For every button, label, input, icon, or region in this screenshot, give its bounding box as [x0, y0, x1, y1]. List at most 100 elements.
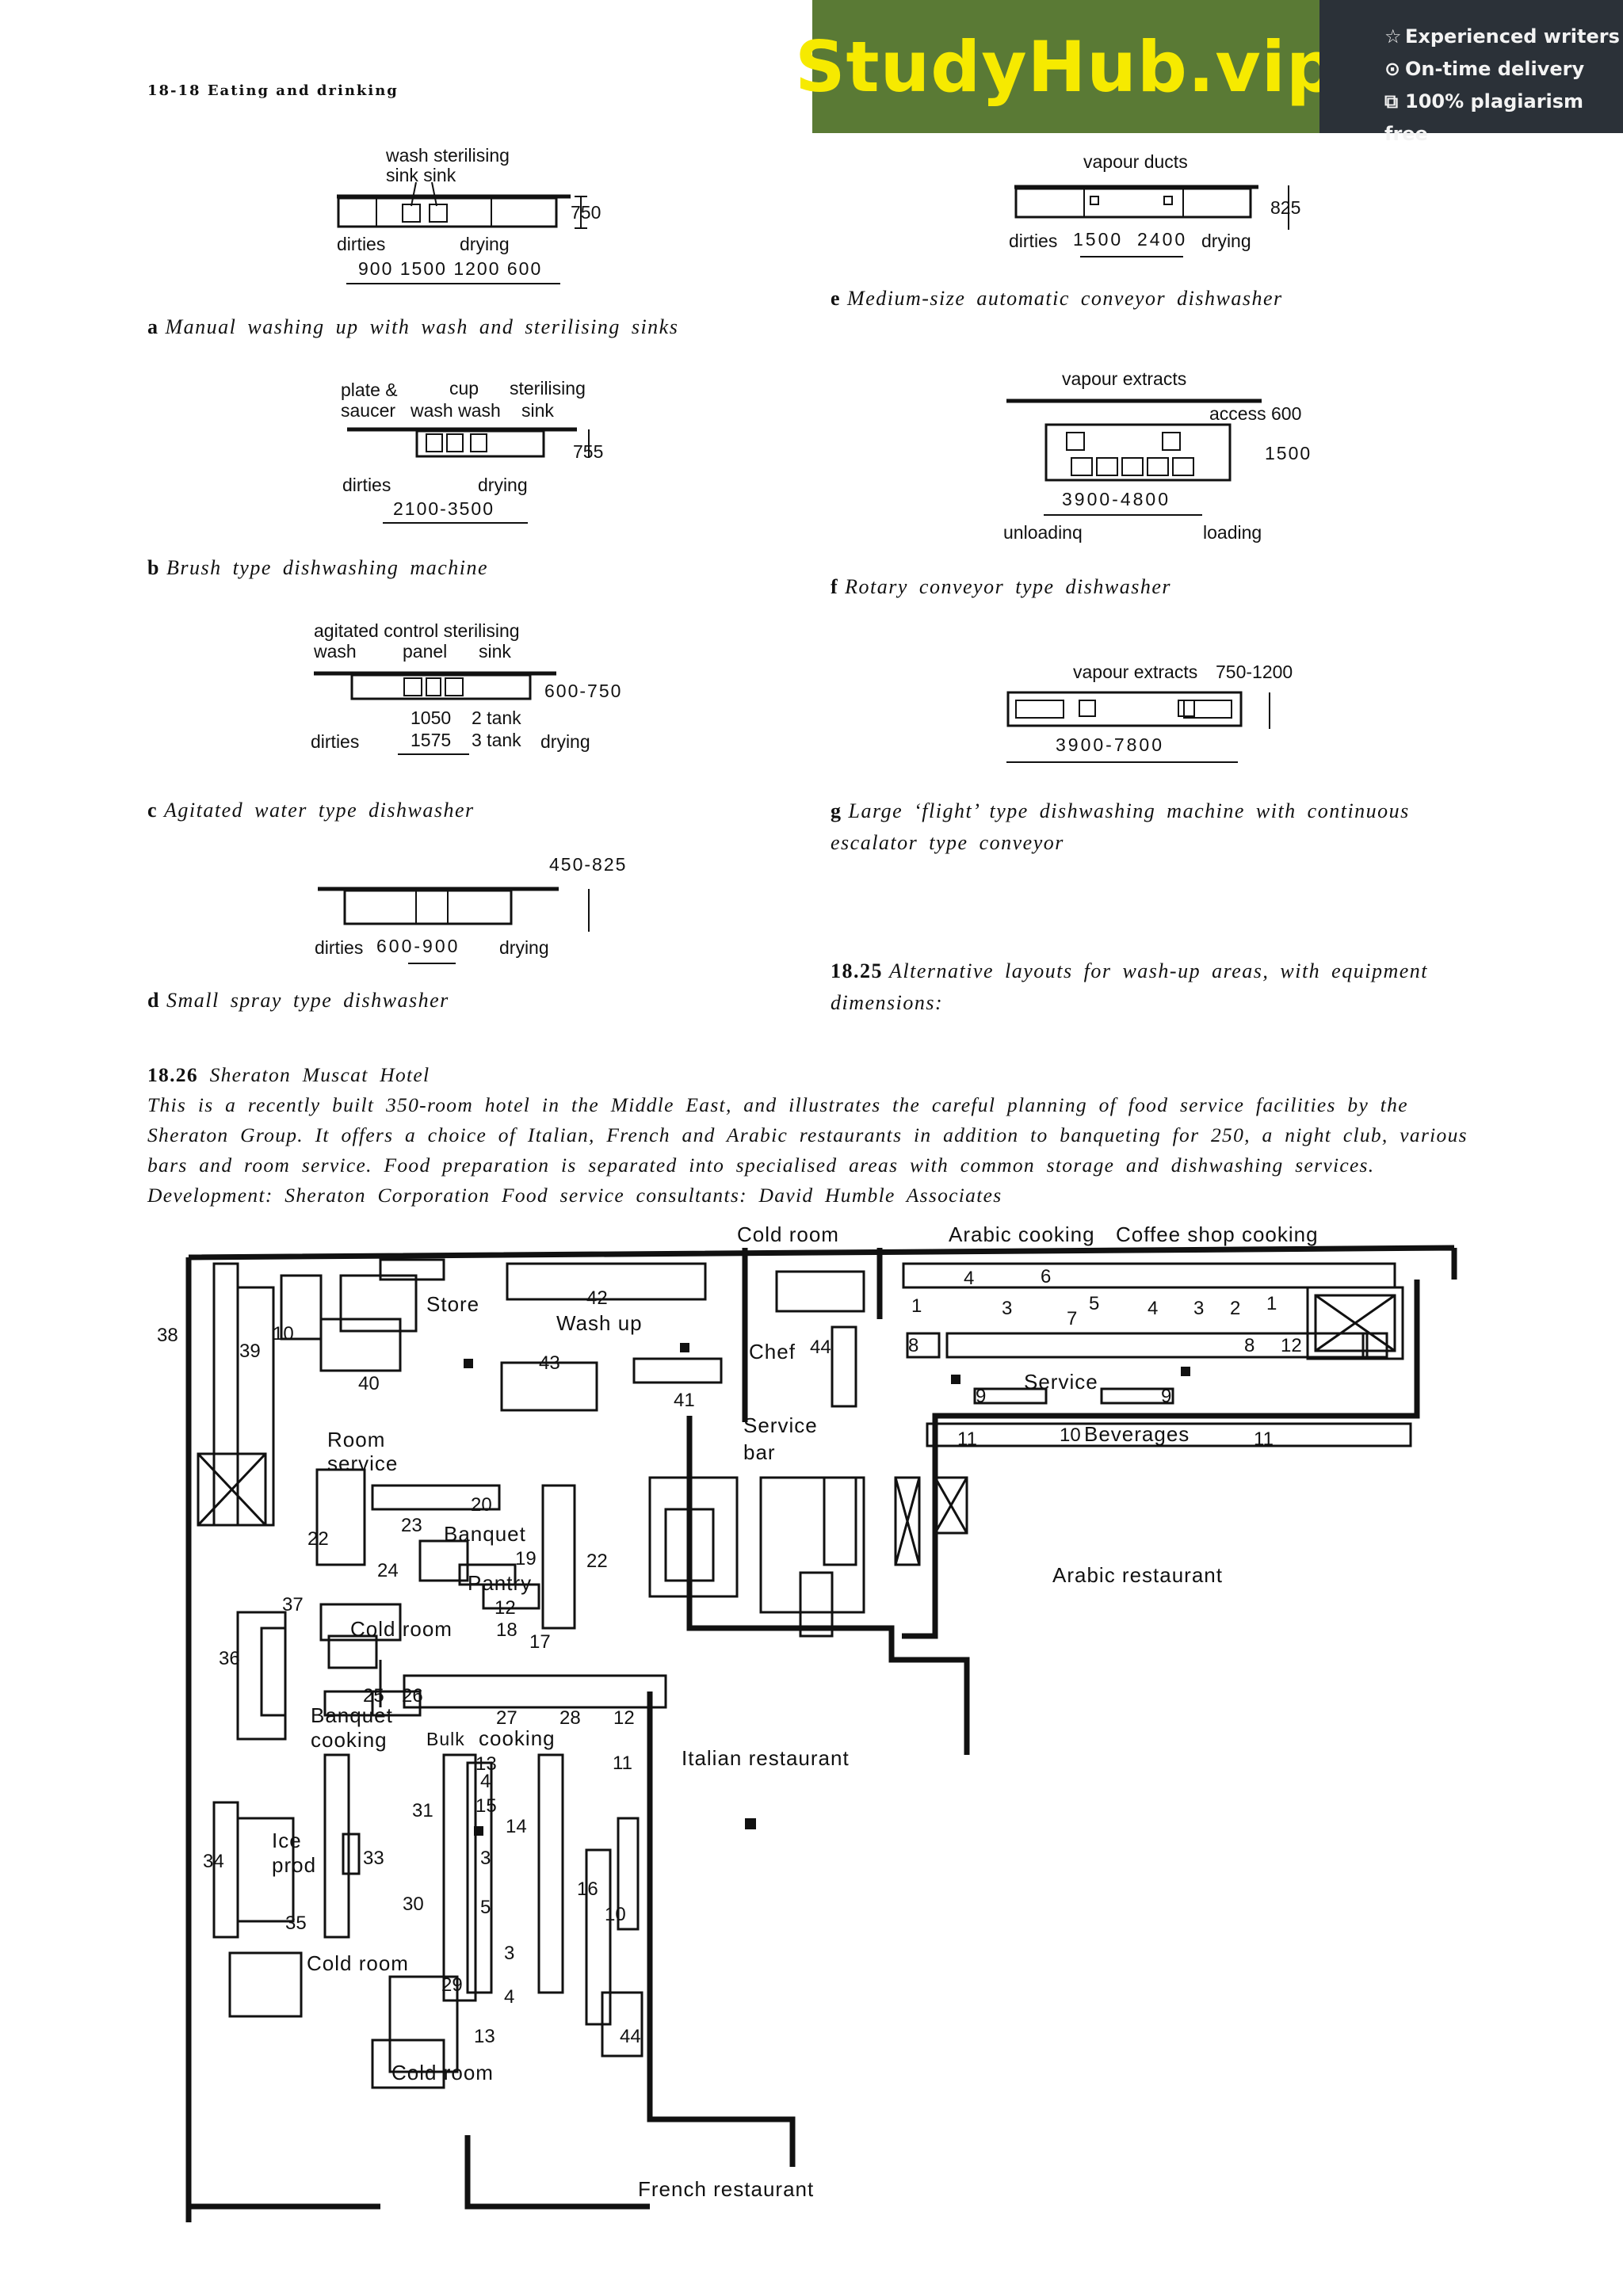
- svg-text:600: 600: [1271, 403, 1301, 424]
- plan-number: 3: [480, 1848, 491, 1869]
- plan-number: 8: [908, 1335, 918, 1356]
- label-service-bar: Service: [743, 1413, 818, 1437]
- plan-number: 19: [515, 1548, 537, 1569]
- diagram-e: vapour ducts 825 dirties 1500 2400 dryin…: [1005, 147, 1322, 270]
- svg-text:dirties: dirties: [315, 937, 363, 958]
- plan-number: 29: [441, 1974, 463, 1996]
- svg-text:750-1200: 750-1200: [1216, 662, 1293, 682]
- svg-text:unloadinq: unloadinq: [1003, 522, 1083, 543]
- brand-logo[interactable]: StudyHub.vip: [795, 0, 1336, 133]
- star-icon: ☆: [1384, 25, 1402, 48]
- plan-number: 12: [1281, 1335, 1302, 1356]
- label-banquet-cooking: Banquet: [311, 1703, 393, 1727]
- plan-number: 11: [613, 1753, 632, 1774]
- svg-text:saucer: saucer: [341, 400, 395, 421]
- plan-number: 39: [239, 1341, 261, 1362]
- svg-text:access: access: [1209, 403, 1266, 424]
- plan-number: 6: [1041, 1266, 1051, 1287]
- plan-number: 25: [363, 1685, 384, 1707]
- plan-number: 14: [506, 1816, 527, 1837]
- plan-number: 4: [480, 1771, 491, 1792]
- copy-icon: ⧉: [1384, 90, 1399, 113]
- plan-number: 18: [496, 1619, 517, 1641]
- plan-number: 1: [911, 1295, 922, 1317]
- svg-text:3900-4800: 3900-4800: [1062, 489, 1170, 509]
- plan-number: 23: [401, 1515, 422, 1536]
- kitchen-floor-plan: Cold room Arabic cooking Coffee shop coo…: [143, 1216, 1490, 2226]
- plan-number: 34: [203, 1851, 224, 1872]
- plan-number: 17: [529, 1631, 551, 1653]
- label-french-restaurant: French restaurant: [638, 2177, 814, 2201]
- svg-text:825: 825: [1270, 197, 1300, 218]
- svg-text:panel: panel: [403, 641, 447, 662]
- plan-number: 35: [285, 1913, 307, 1934]
- plan-number: 30: [403, 1894, 424, 1915]
- svg-text:3900-7800: 3900-7800: [1056, 734, 1164, 755]
- svg-text:sink sink: sink sink: [386, 165, 456, 185]
- diagram-a: wash sterilising sink sink dirties dryin…: [329, 143, 646, 297]
- plan-number: 4: [504, 1986, 514, 2008]
- svg-text:750: 750: [571, 202, 601, 223]
- plan-number: 9: [1161, 1386, 1171, 1407]
- label-bulk: Bulk: [426, 1729, 465, 1749]
- plan-number: 9: [976, 1386, 986, 1407]
- plan-number: 11: [957, 1428, 977, 1450]
- plan-number: 40: [358, 1373, 380, 1394]
- svg-text:wash sterilising: wash sterilising: [385, 145, 510, 166]
- svg-text:2 tank: 2 tank: [472, 707, 521, 728]
- svg-text:vapour ducts: vapour ducts: [1083, 151, 1188, 172]
- svg-text:1500: 1500: [1265, 443, 1312, 463]
- svg-text:loading: loading: [1203, 522, 1262, 543]
- svg-text:vapour extracts: vapour extracts: [1073, 662, 1197, 682]
- plan-number: 24: [377, 1560, 399, 1581]
- plan-number: 44: [810, 1337, 831, 1358]
- label-chef: Chef: [749, 1340, 796, 1363]
- label-ice-prod: Ice: [272, 1829, 302, 1852]
- label-banquet-pantry: Pantry: [468, 1571, 532, 1595]
- svg-text:1575: 1575: [411, 730, 451, 750]
- plan-number: 20: [471, 1494, 492, 1516]
- label-room-service: Room: [327, 1428, 385, 1451]
- svg-text:sink: sink: [479, 641, 511, 662]
- figure-18-26-caption: 18.26 Sheraton Muscat Hotel This is a re…: [147, 1063, 1468, 1207]
- diagram-g: vapour extracts 750-1200 3900-7800: [1000, 659, 1333, 782]
- plan-number: 3: [1002, 1298, 1012, 1319]
- plan-number: 15: [475, 1795, 497, 1817]
- perk-item: ☆Experienced writers: [1384, 21, 1623, 53]
- diagram-b: plate & saucer cup wash wash sterilising…: [339, 376, 624, 530]
- plan-number: 41: [674, 1390, 695, 1411]
- plan-number: 44: [620, 2026, 641, 2047]
- diagram-d: 450-825 dirties 600-900 drying: [313, 852, 646, 975]
- plan-number: 8: [1244, 1335, 1254, 1356]
- plan-number: 3: [1193, 1298, 1204, 1319]
- svg-text:drying: drying: [460, 234, 510, 254]
- label-service-bar: bar: [743, 1440, 776, 1464]
- running-head: 18-18 Eating and drinking: [147, 82, 399, 99]
- label-beverages: Beverages: [1084, 1422, 1190, 1446]
- svg-text:dirties: dirties: [337, 234, 385, 254]
- plan-number: 16: [577, 1878, 598, 1900]
- plan-number: 12: [613, 1707, 635, 1729]
- plan-number: 36: [219, 1648, 240, 1669]
- plan-number: 22: [586, 1550, 608, 1572]
- svg-text:3 tank: 3 tank: [472, 730, 521, 750]
- label-arabic-cooking: Arabic cooking: [949, 1222, 1095, 1246]
- plan-number: 4: [964, 1268, 974, 1289]
- perk-item: ⊙On-time delivery: [1384, 53, 1623, 86]
- plan-number: 5: [480, 1897, 491, 1918]
- svg-text:600-900: 600-900: [376, 936, 460, 956]
- perks-list: ☆Experienced writers ⊙On-time delivery ⧉…: [1319, 0, 1623, 145]
- studyhub-banner[interactable]: StudyHub.vip ☆Experienced writers ⊙On-ti…: [795, 0, 1623, 145]
- svg-text:plate &: plate &: [341, 379, 398, 400]
- label-ice-prod: prod: [272, 1853, 316, 1877]
- plan-number: 11: [1254, 1428, 1274, 1450]
- svg-text:wash wash: wash wash: [410, 400, 501, 421]
- plan-number-labels: 38 39 10 40 42 43 41 44 1 4 6 3 5 7 4 3 …: [157, 1266, 1302, 2047]
- svg-text:sterilising: sterilising: [510, 378, 586, 399]
